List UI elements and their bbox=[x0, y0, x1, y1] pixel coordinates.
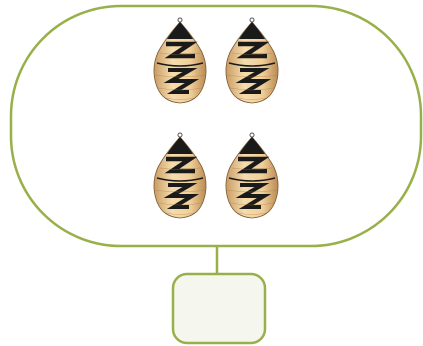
answer-box[interactable] bbox=[171, 272, 267, 345]
picture-frame bbox=[9, 4, 423, 248]
